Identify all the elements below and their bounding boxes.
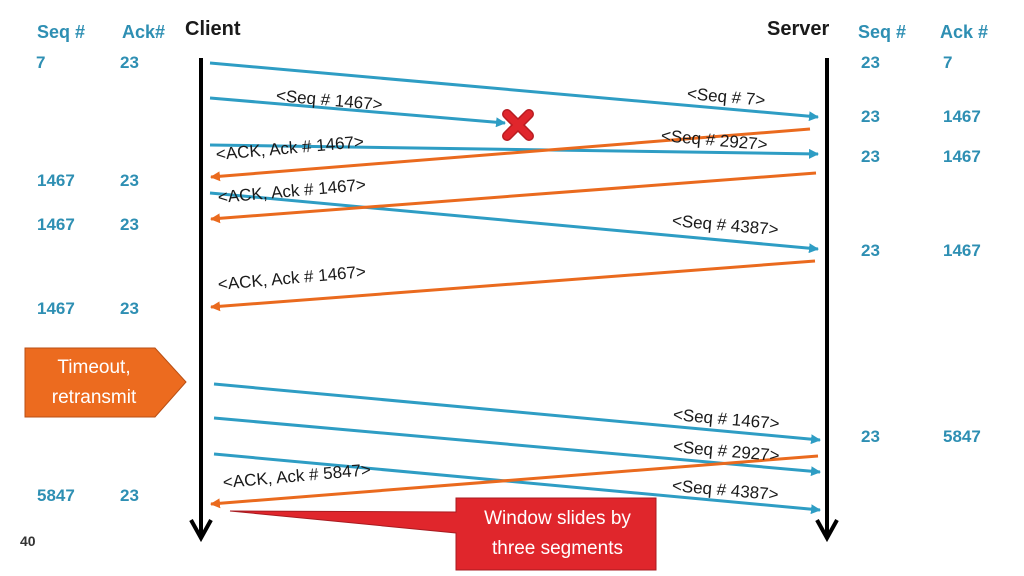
- window-slide-callout: Window slides by three segments: [484, 508, 631, 559]
- client-ack-header: Ack#: [122, 22, 166, 42]
- arrow-seq1467-lost: [209, 96, 506, 128]
- arrow-seq1467-retransmit: [213, 382, 821, 445]
- client-ack-value: 23: [120, 299, 139, 318]
- server-ack-value: 1467: [943, 147, 981, 166]
- arrow-seq4387: [209, 191, 819, 254]
- timeout-callout: Timeout, retransmit: [51, 357, 137, 408]
- server-seq-value: 23: [861, 53, 880, 72]
- server-ack-value: 1467: [943, 241, 981, 260]
- client-seq-value: 1467: [37, 299, 75, 318]
- arrow-ack1467-b: [210, 171, 817, 224]
- lost-packet-x-icon: [502, 109, 534, 141]
- arrow-seq7: [209, 61, 819, 122]
- arrow-ack5847: [210, 454, 819, 509]
- client-ack-value: 23: [120, 215, 139, 234]
- server-label: Server: [767, 18, 830, 40]
- client-label: Client: [185, 18, 241, 40]
- arrow-ack1467-a: [210, 127, 811, 182]
- client-ack-value: 23: [120, 171, 139, 190]
- server-seq-value: 23: [861, 147, 880, 166]
- server-timeline-arrowhead: [815, 519, 839, 543]
- client-timeline-arrowhead: [189, 519, 213, 543]
- server-seq-value: 23: [861, 241, 880, 260]
- server-seq-header: Seq #: [858, 22, 907, 42]
- window-callout-shape: [229, 497, 657, 571]
- server-ack-value: 5847: [943, 427, 981, 446]
- timeout-callout-shape: [24, 347, 187, 418]
- arrow-seq4387-retransmit: [213, 452, 821, 515]
- client-ack-value: 23: [120, 53, 139, 72]
- server-ack-header: Ack #: [940, 22, 989, 42]
- client-ack-value: 23: [120, 486, 139, 505]
- server-ack-value: 7: [943, 53, 953, 72]
- server-seq-value: 23: [861, 107, 880, 126]
- arrow-ack1467-c: [210, 259, 816, 312]
- client-seq-value: 5847: [37, 486, 75, 505]
- server-seq-value: 23: [861, 427, 880, 446]
- client-seq-value: 7: [36, 53, 46, 72]
- arrow-seq2927: [209, 143, 819, 159]
- client-seq-value: 1467: [37, 215, 75, 234]
- page-number: 40: [20, 533, 36, 549]
- client-seq-value: 1467: [37, 171, 75, 190]
- server-ack-value: 1467: [943, 107, 981, 126]
- client-seq-header: Seq #: [37, 22, 86, 42]
